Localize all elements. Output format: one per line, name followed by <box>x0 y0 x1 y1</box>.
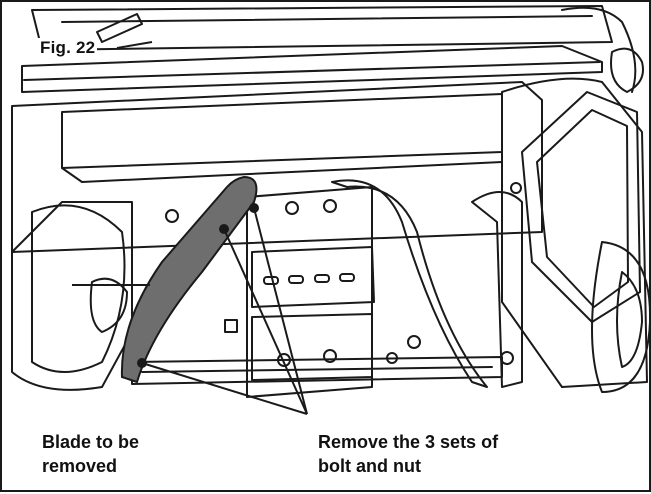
cable <box>561 6 637 93</box>
callout-blade: Blade to be removed <box>42 430 202 478</box>
right-side-housing <box>501 77 648 388</box>
bolt-e <box>323 349 337 363</box>
bolt-b <box>323 199 337 213</box>
blade <box>120 175 258 384</box>
left-side-housing <box>11 201 133 391</box>
auger-housing-panel <box>61 93 503 169</box>
callout-blade-line1: Blade to be <box>42 432 140 452</box>
housing-top-inner <box>61 15 593 23</box>
bolt-g <box>500 351 514 365</box>
fig-label-leader <box>116 41 153 49</box>
bolt-i <box>386 352 398 364</box>
bolt-c <box>165 209 179 223</box>
housing-top-outline <box>31 5 613 51</box>
center-plate <box>251 246 375 308</box>
left-hub <box>89 277 128 333</box>
callout-bolts: Remove the 3 sets of bolt and nut <box>318 430 558 478</box>
callout-bolts-line1: Remove the 3 sets of <box>318 432 499 452</box>
square-nut <box>224 319 238 333</box>
cable-clip <box>610 47 644 93</box>
auger-housing <box>11 81 543 253</box>
right-wheel-hub <box>616 271 643 368</box>
figure-label: Fig. 22 <box>38 38 98 58</box>
right-panel-inner <box>536 109 629 308</box>
right-panel-outer <box>521 91 641 323</box>
bolt-d <box>277 353 291 367</box>
right-wheel <box>591 241 651 393</box>
bottom-scraper-inner <box>141 366 493 373</box>
bolt-leader-3 <box>141 362 308 415</box>
left-side-bulge <box>31 204 126 373</box>
auger-housing-ridge <box>61 161 503 183</box>
bolt-leader-1 <box>253 207 308 415</box>
auger-rib <box>331 179 488 388</box>
slot-3 <box>314 274 330 283</box>
callout-blade-line2: removed <box>42 456 118 476</box>
callout-bolts-line2: bolt and nut <box>318 456 421 476</box>
bolt-leader-2 <box>223 228 308 415</box>
bolt-h <box>510 182 522 194</box>
slot-4 <box>339 273 355 282</box>
bolt-f <box>407 335 421 349</box>
handle-slot <box>96 13 143 43</box>
auger-rib-right <box>471 191 523 388</box>
slot-2 <box>288 275 304 284</box>
housing-lip <box>21 45 603 93</box>
housing-lip-inner <box>23 61 601 81</box>
bolt-a <box>285 201 299 215</box>
lower-plate <box>251 313 373 381</box>
center-bracket <box>246 186 373 398</box>
